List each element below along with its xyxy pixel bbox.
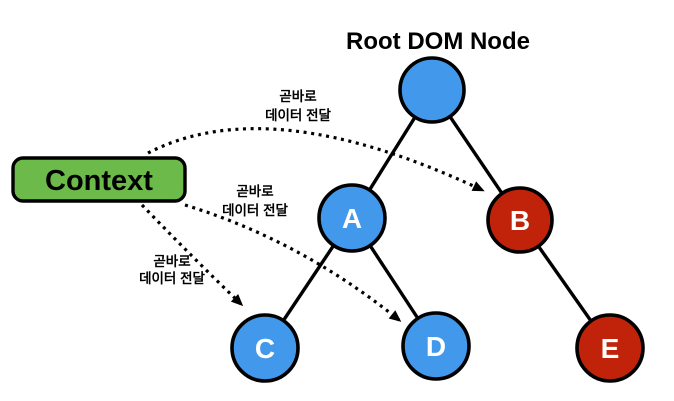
arrow-to-d-label-line1: 곧바로 [236,184,274,199]
context-arrow-to-d [184,203,402,322]
diagram-title: Root DOM Node [346,28,530,55]
arrow-to-c-label-line2: 데이터 전달 [139,270,205,286]
node-c [230,313,300,383]
node-root [398,56,466,124]
arrow-to-b-label-line1: 곧바로 [279,89,317,104]
node-a [317,183,387,253]
arrow-to-c-label-line1: 곧바로 [153,254,191,269]
context-arrow-to-c [140,203,244,307]
node-d [401,311,471,381]
node-b [486,186,554,254]
context-box-label: Context [45,165,153,197]
node-e-label: E [601,333,620,364]
node-a-label: A [342,203,362,234]
node-d-label: D [426,331,446,362]
context-box [11,156,187,203]
arrow-to-d-label-line2: 데이터 전달 [222,202,288,218]
arrow-to-b-label-line2: 데이터 전달 [265,107,331,123]
node-c-label: C [255,333,275,364]
node-b-label: B [510,205,530,236]
node-e [575,313,645,383]
context-arrow-to-b [147,127,485,192]
